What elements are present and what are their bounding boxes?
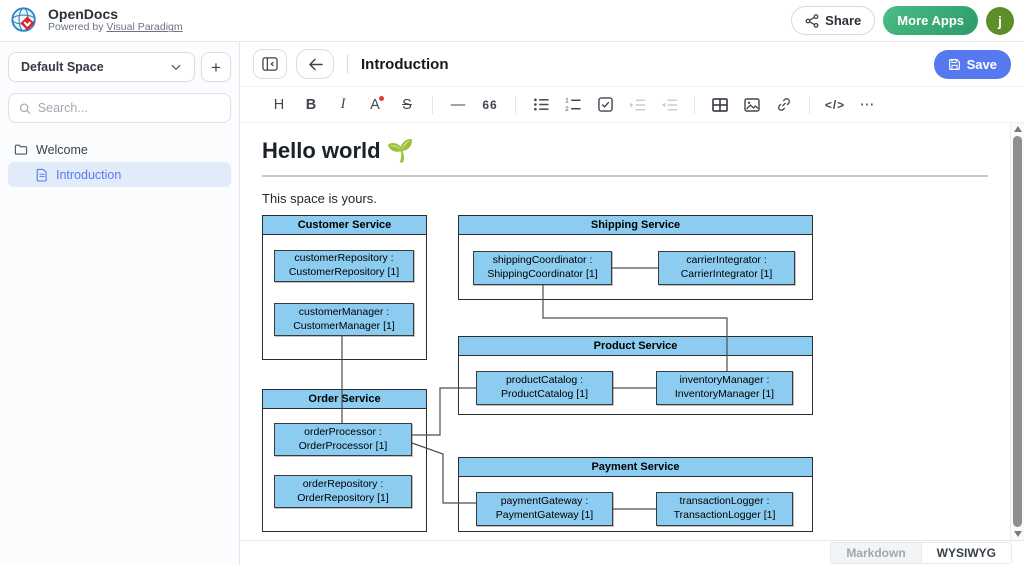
service-title: Order Service <box>263 390 426 409</box>
indent-button[interactable] <box>622 92 652 118</box>
save-icon <box>948 58 960 70</box>
toolbar-divider <box>809 95 810 114</box>
chevron-down-icon <box>171 64 181 70</box>
share-button[interactable]: Share <box>791 6 876 35</box>
font-color-label: A <box>370 96 380 113</box>
component-box: orderRepository : OrderRepository [1] <box>274 475 412 508</box>
sidebar-toggle-icon <box>262 57 278 71</box>
back-arrow-icon <box>308 58 323 70</box>
back-button[interactable] <box>296 49 334 79</box>
task-list-icon <box>597 97 613 112</box>
page-tree: Welcome Introduction <box>0 137 239 187</box>
outdent-button[interactable] <box>654 92 684 118</box>
service-title: Customer Service <box>263 216 426 235</box>
toolbar-divider <box>432 95 433 114</box>
powered-by: Powered by Visual Paradigm <box>48 22 183 34</box>
app-title: OpenDocs <box>48 6 119 23</box>
save-button[interactable]: Save <box>933 49 1011 79</box>
document-icon <box>36 168 48 182</box>
page-title: Introduction <box>361 55 449 73</box>
markdown-mode-button[interactable]: Markdown <box>830 542 922 564</box>
component-box: customerRepository : CustomerRepository … <box>274 250 414 282</box>
service-box-order: Order Service <box>262 389 427 532</box>
share-icon <box>805 13 819 28</box>
toolbar-divider <box>694 95 695 114</box>
numbered-list-icon: 1 2 <box>565 98 581 112</box>
strikethrough-button[interactable]: S <box>392 92 422 118</box>
sidebar: Default Space + <box>0 42 240 565</box>
bullet-list-button[interactable] <box>526 92 556 118</box>
editor-content[interactable]: Hello world 🌱 This space is yours. Custo… <box>240 123 1010 540</box>
more-options-button[interactable]: ⋯ <box>852 92 882 118</box>
doc-header: Introduction Save <box>240 42 1024 87</box>
search-icon <box>19 102 31 114</box>
indent-icon <box>629 99 645 110</box>
user-avatar[interactable]: j <box>986 6 1014 35</box>
task-list-button[interactable] <box>590 92 620 118</box>
heading-button[interactable]: H <box>264 92 294 118</box>
component-box: shippingCoordinator : ShippingCoordinato… <box>473 251 612 285</box>
powered-by-text: Powered by <box>48 21 104 34</box>
red-dot-icon <box>379 95 384 101</box>
service-title: Product Service <box>459 337 812 356</box>
sidebar-item-introduction[interactable]: Introduction <box>8 162 231 187</box>
vertical-scrollbar[interactable] <box>1010 123 1024 540</box>
image-button[interactable] <box>737 92 767 118</box>
component-box: transactionLogger : TransactionLogger [1… <box>656 492 793 526</box>
more-apps-button[interactable]: More Apps <box>883 6 978 35</box>
table-icon <box>712 97 728 112</box>
tree-item-label: Welcome <box>36 142 88 157</box>
tree-item-label: Introduction <box>56 167 122 182</box>
font-color-button[interactable]: A <box>360 92 390 118</box>
service-title: Payment Service <box>459 458 812 477</box>
horizontal-rule-button[interactable]: — <box>443 92 473 118</box>
doc-paragraph: This space is yours. <box>262 191 377 206</box>
link-button[interactable] <box>769 92 799 118</box>
component-box: inventoryManager : InventoryManager [1] <box>656 371 793 405</box>
search-input[interactable] <box>37 101 220 115</box>
component-box: productCatalog : ProductCatalog [1] <box>476 371 613 405</box>
divider <box>347 54 348 74</box>
app-header: OpenDocs Powered by Visual Paradigm Shar… <box>0 0 1024 42</box>
component-box: carrierIntegrator : CarrierIntegrator [1… <box>658 251 795 285</box>
bold-button[interactable]: B <box>296 92 326 118</box>
visual-paradigm-logo-icon <box>11 6 36 32</box>
svg-text:2: 2 <box>565 106 569 112</box>
link-icon <box>778 98 790 111</box>
component-box: customerManager : CustomerManager [1] <box>274 303 414 336</box>
quote-button[interactable]: 66 <box>475 92 505 118</box>
component-box: paymentGateway : PaymentGateway [1] <box>476 492 613 526</box>
space-selector-label: Default Space <box>21 60 104 74</box>
scrollbar-thumb[interactable] <box>1013 136 1022 527</box>
toolbar-divider <box>515 95 516 114</box>
component-diagram: Customer Service Shipping Service Produc… <box>262 215 818 535</box>
doc-heading: Hello world 🌱 <box>262 138 988 177</box>
svg-text:1: 1 <box>565 98 569 105</box>
visual-paradigm-link[interactable]: Visual Paradigm <box>106 21 183 34</box>
add-space-button[interactable]: + <box>201 52 231 82</box>
sidebar-item-welcome[interactable]: Welcome <box>8 137 231 162</box>
outdent-icon <box>661 99 677 110</box>
wysiwyg-mode-button[interactable]: WYSIWYG <box>921 542 1012 564</box>
image-icon <box>744 97 760 112</box>
folder-icon <box>14 143 28 156</box>
code-button[interactable]: </> <box>820 92 850 118</box>
bullet-list-icon <box>533 98 549 111</box>
search-box[interactable] <box>8 93 231 123</box>
component-box: orderProcessor : OrderProcessor [1] <box>274 423 412 456</box>
editor-footer: Markdown WYSIWYG <box>240 540 1024 565</box>
numbered-list-button[interactable]: 1 2 <box>558 92 588 118</box>
table-button[interactable] <box>705 92 735 118</box>
service-box-customer: Customer Service <box>262 215 427 360</box>
italic-button[interactable]: I <box>328 92 358 118</box>
save-label: Save <box>966 56 997 72</box>
editor-toolbar: H B I A S — 66 1 2 <box>240 87 1024 123</box>
sidebar-toggle-button[interactable] <box>253 49 287 79</box>
service-title: Shipping Service <box>459 216 812 235</box>
scroll-up-icon[interactable] <box>1013 126 1022 132</box>
scroll-down-icon[interactable] <box>1013 531 1022 537</box>
share-label: Share <box>825 13 862 28</box>
space-selector-dropdown[interactable]: Default Space <box>8 52 195 82</box>
